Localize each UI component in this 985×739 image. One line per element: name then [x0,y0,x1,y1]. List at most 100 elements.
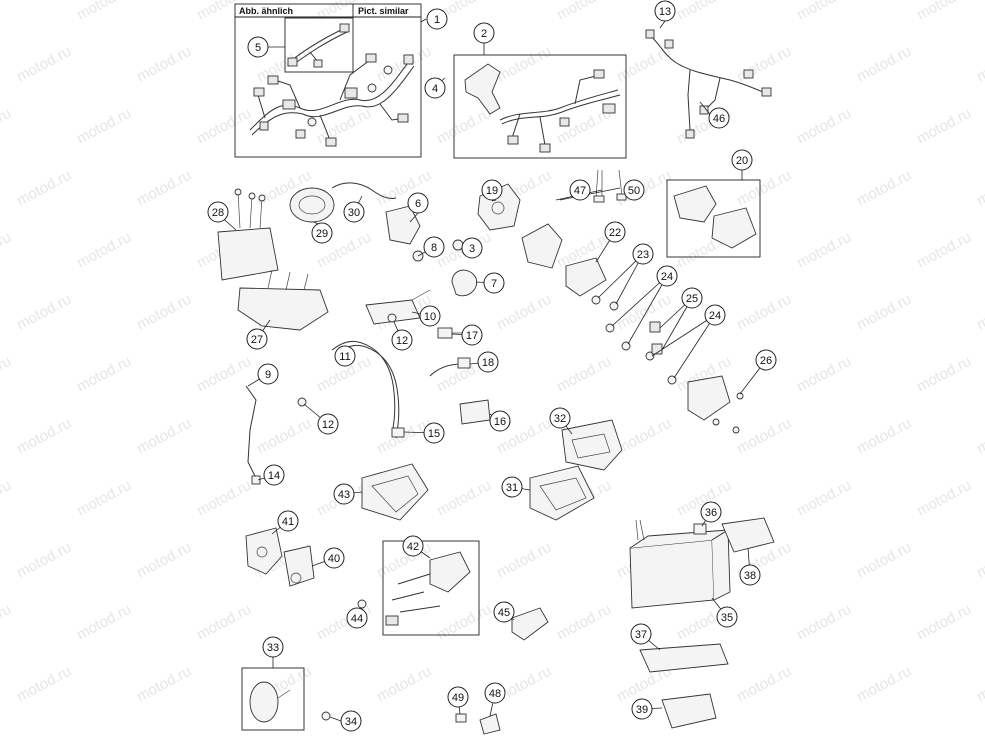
callout-circle [447,686,469,708]
callout-1: 1 [426,8,448,30]
callout-label: 38 [744,570,756,582]
part-36-terminal [693,523,707,535]
callout-23: 23 [632,243,654,265]
callout-28: 28 [207,201,229,223]
callout-circle [484,682,506,704]
callout-42: 42 [402,535,424,557]
callout-label: 26 [760,355,772,367]
header-left-label: Abb. ähnlich [239,6,293,16]
callout-label: 29 [316,228,328,240]
callout-label: 24 [709,310,721,322]
callout-label: 31 [506,482,518,494]
callout-label: 48 [489,688,501,700]
part-34-nut [321,711,331,721]
callout-16: 16 [489,410,511,432]
callout-label: 18 [482,357,494,369]
callout-circle [263,464,285,486]
callout-41: 41 [277,510,299,532]
callout-label: 4 [432,83,438,95]
part-3-ring [452,239,464,251]
callout-circle [419,305,441,327]
callout-35: 35 [716,606,738,628]
callout-8: 8 [423,236,445,258]
callout-label: 22 [609,227,621,239]
callout-29: 29 [311,222,333,244]
callout-43: 43 [333,483,355,505]
header-right-label: Pict. similar [358,6,409,16]
callout-circle [501,476,523,498]
callout-circle [334,345,356,367]
callout-label: 9 [265,369,271,381]
callout-circle [716,606,738,628]
callout-label: 24 [661,271,673,283]
part-20-cover [673,185,757,249]
callout-5: 5 [247,36,269,58]
callout-10: 10 [419,305,441,327]
callout-7: 7 [483,272,505,294]
part-32-control-unit [561,419,623,471]
callout-label: 3 [469,243,475,255]
callout-label: 23 [637,249,649,261]
callout-label: 7 [491,278,497,290]
callout-circle [654,0,676,22]
callout-circle [423,236,445,258]
callout-circle [708,107,730,129]
part-45-module [511,607,549,641]
callout-circle [407,192,429,214]
callout-circle [481,179,503,201]
callout-label: 32 [554,413,566,425]
callout-circle [483,272,505,294]
callout-label: 15 [428,428,440,440]
secondary-wiring-harness [464,63,621,153]
callout-label: 12 [396,335,408,347]
callout-label: 40 [328,553,340,565]
callout-label: 46 [713,113,725,125]
callout-label: 25 [686,293,698,305]
callout-4: 4 [424,77,446,99]
callout-label: 30 [348,207,360,219]
callout-circle [569,179,591,201]
callout-27: 27 [246,328,268,350]
callout-14: 14 [263,464,285,486]
callout-30: 30 [343,201,365,223]
callout-label: 14 [268,470,280,482]
callout-label: 36 [705,507,717,519]
callout-label: 42 [407,541,419,553]
callout-label: 13 [659,6,671,18]
callout-circle [317,413,339,435]
part-30-cable [331,182,397,199]
callout-circle [423,422,445,444]
part-43-control-unit [361,463,429,521]
callout-circle [247,36,269,58]
callout-circle [402,535,424,557]
callout-9: 9 [257,363,279,385]
callout-44: 44 [346,607,368,629]
callout-circle [391,329,413,351]
callout-circle [426,8,448,30]
auxiliary-harness [645,29,772,139]
callout-circle [461,324,483,346]
callout-circle [207,201,229,223]
callout-label: 2 [481,28,487,40]
callout-circle [549,407,571,429]
callout-circle [704,304,726,326]
callout-38: 38 [739,564,761,586]
callout-label: 41 [282,516,294,528]
callout-label: 10 [424,311,436,323]
callout-label: 50 [628,185,640,197]
callout-6: 6 [407,192,429,214]
callout-circle [631,698,653,720]
callout-label: 6 [415,198,421,210]
callout-40: 40 [323,547,345,569]
callout-circle [340,710,362,732]
callout-circle [424,77,446,99]
callout-circle [630,623,652,645]
part-26-regulator [687,375,744,434]
callout-label: 16 [494,416,506,428]
part-25-grommets [649,321,663,355]
part-24-nuts [605,323,677,385]
callout-19: 19 [481,179,503,201]
callout-circle [473,22,495,44]
part-50-bolt [616,169,627,201]
